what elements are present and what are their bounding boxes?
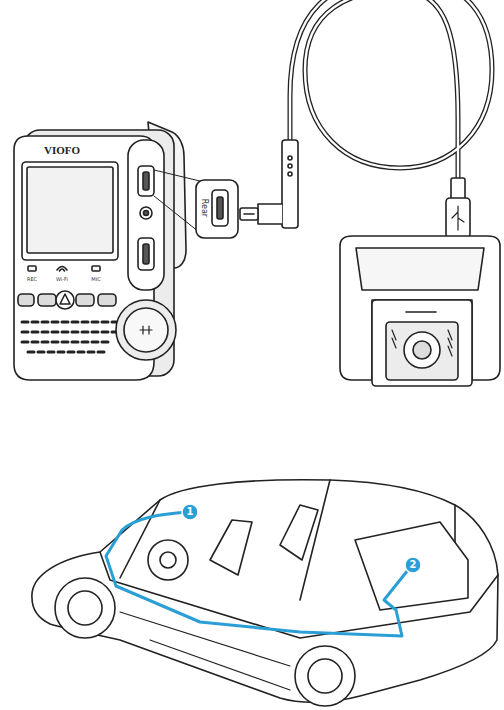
callout-circle (182, 504, 198, 520)
wheel (55, 578, 115, 638)
usb-port-slot (143, 244, 149, 264)
cable-route (106, 512, 408, 636)
warning-symbol (60, 294, 70, 304)
indicator-icon (28, 266, 36, 271)
rear-window (355, 522, 468, 610)
seat (210, 505, 318, 575)
rear-plug-body (446, 198, 470, 238)
rear-port (138, 166, 154, 196)
button (98, 294, 116, 306)
lens-housing (386, 322, 458, 380)
plug-tip-line (244, 213, 254, 215)
cable-core (290, 0, 492, 180)
plug-body (282, 140, 298, 228)
lens-glass (413, 341, 431, 359)
wheel-hub (68, 591, 102, 625)
indicator-icon (92, 266, 100, 271)
emergency-button (56, 291, 74, 309)
audio-jack (140, 207, 152, 219)
rear-port-slot (143, 172, 149, 190)
plug-grip (288, 172, 292, 176)
indicator-icon (57, 267, 67, 272)
button (76, 294, 94, 306)
camera-slot (406, 311, 436, 313)
steering-wheel (148, 540, 188, 580)
rear-camera-body (372, 300, 472, 386)
port-panel (128, 140, 164, 290)
steering-hub (160, 552, 176, 568)
port-inset (196, 180, 238, 238)
audio-jack-hole (144, 211, 149, 216)
button (18, 294, 34, 306)
callout-number: 1 (187, 507, 194, 517)
plug-neck (258, 204, 282, 224)
inset-port (212, 190, 228, 226)
plug-grip (288, 164, 292, 168)
button (38, 294, 56, 306)
usb-symbol (452, 206, 464, 230)
cpl-disc (116, 300, 176, 360)
port-label: Rear (200, 199, 208, 217)
lens (404, 332, 440, 368)
screen-bezel (22, 162, 118, 260)
cpl-disc-inner (124, 308, 168, 352)
speaker-grille (22, 322, 118, 352)
wheel (295, 646, 355, 706)
cable (290, 0, 492, 180)
screen (27, 167, 113, 253)
brand-logo: VIOFO (44, 145, 80, 156)
wheel-hub (308, 659, 342, 693)
inset-port-slot (217, 197, 223, 219)
vent-lines (392, 330, 452, 356)
cpl-mark (140, 326, 152, 334)
plug-grip (288, 156, 292, 160)
indicator-label: MIC (91, 277, 100, 282)
plug-tip (240, 208, 258, 220)
indicator-label: REC (27, 277, 37, 282)
car-body (32, 480, 498, 703)
callout-circle (405, 557, 421, 573)
rear-plug-strain (451, 178, 465, 200)
usb-port (138, 238, 154, 270)
mount-pad (356, 248, 484, 290)
indicator-label: Wi-Fi (56, 277, 68, 282)
callout-number: 2 (410, 560, 417, 570)
